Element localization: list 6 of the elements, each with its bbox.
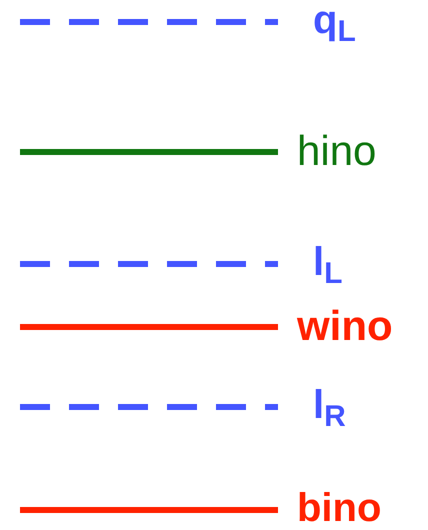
level-label: bino	[297, 488, 382, 528]
level-label: hino	[297, 130, 376, 172]
level-label: q$_{L}$	[313, 0, 356, 40]
level-label: l$_{R}$	[313, 385, 346, 425]
level-label: wino	[297, 305, 393, 347]
level-label: l$_{L}$	[313, 242, 342, 282]
